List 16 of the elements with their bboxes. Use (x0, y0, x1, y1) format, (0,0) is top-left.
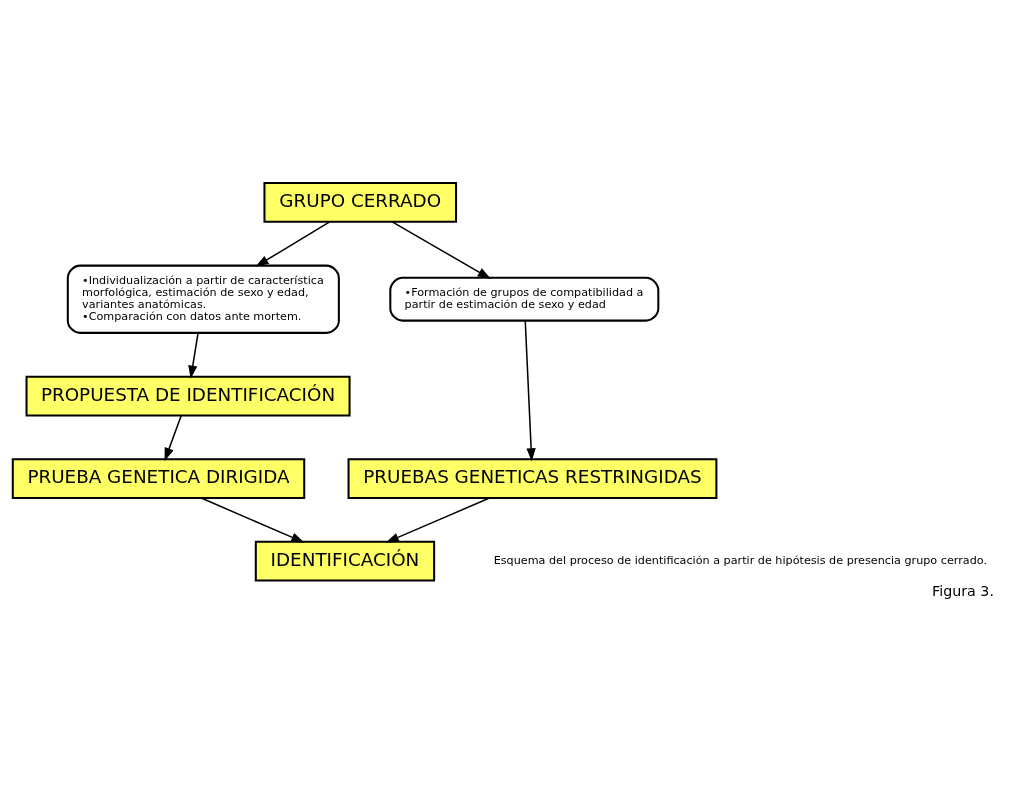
node-box: GRUPO CERRADO (263, 182, 458, 223)
label: Esquema del proceso de identificación a partir de hipótesis de presencia grupo cerrado. (493, 553, 987, 567)
node-box: •Individualización a partir de característica morfológica, estimación de sexo y edad, variantes anatómicas. •Comparación con datos ante mortem. (66, 264, 340, 334)
node-box: PROPUESTA DE IDENTIFICACIÓN (25, 375, 351, 417)
node-box: PRUEBAS GENETICAS RESTRINGIDAS (347, 458, 718, 499)
arrow (391, 221, 491, 279)
arrow (385, 497, 491, 543)
arrow (200, 497, 305, 543)
node-box: IDENTIFICACIÓN (254, 540, 436, 582)
node-box: •Formación de grupos de compatibilidad a partir de estimación de sexo y edad (389, 276, 660, 322)
caption: Figura 3. (932, 582, 994, 599)
arrow (255, 221, 331, 267)
arrow (524, 320, 536, 462)
arrow (164, 414, 182, 462)
arrow (188, 332, 199, 379)
node-box: PRUEBA GENETICA DIRIGIDA (11, 458, 306, 499)
